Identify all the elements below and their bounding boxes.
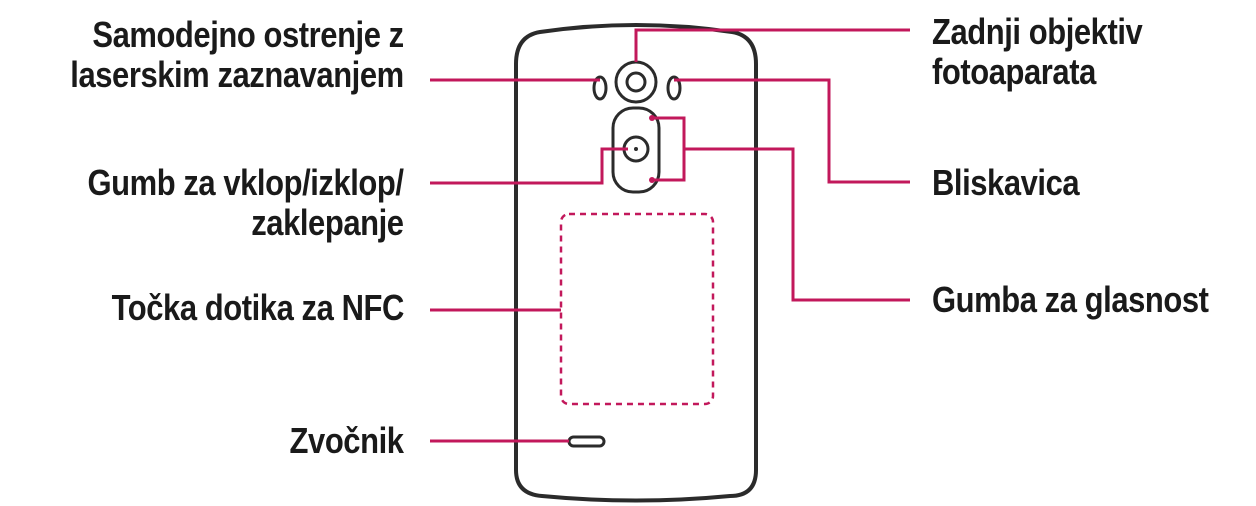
- label-volume: Gumba za glasnost: [932, 280, 1209, 320]
- label-flash-line-1: Bliskavica: [932, 162, 1080, 203]
- label-rear-camera-line-1: Zadnji objektiv: [932, 11, 1143, 52]
- label-laser-af-line-1: Samodejno ostrenje z: [92, 14, 405, 55]
- label-volume-line-1: Gumba za glasnost: [932, 279, 1209, 320]
- power-lock-button-dot: [634, 147, 638, 151]
- nfc-area: [559, 212, 715, 406]
- label-power-lock-line-2: zaklepanje: [251, 202, 405, 243]
- leader-power-lock: [430, 147, 628, 185]
- rear-camera-lens-outer: [614, 60, 658, 104]
- leader-rear-camera: [634, 28, 910, 62]
- leader-volume: [652, 116, 910, 302]
- label-speaker-line-1: Zvočnik: [290, 420, 404, 461]
- label-power-lock-line-1: Gumb za vklop/izklop/: [87, 162, 405, 203]
- rear-camera-lens-inner: [625, 71, 647, 93]
- label-nfc-line-1: Točka dotika za NFC: [111, 287, 405, 328]
- label-flash: Bliskavica: [932, 162, 1080, 203]
- phone-body-outline: [514, 23, 758, 503]
- label-speaker: Zvočnik: [290, 421, 404, 461]
- label-nfc: Točka dotika za NFC: [111, 287, 405, 328]
- speaker-grille: [567, 435, 606, 448]
- leader-flash: [674, 78, 910, 184]
- label-rear-camera-line-2: fotoaparata: [932, 51, 1096, 92]
- label-rear-camera: Zadnji objektiv fotoaparata: [932, 11, 1143, 92]
- label-laser-af: Samodejno ostrenje z laserskim zaznavanj…: [70, 14, 405, 95]
- laser-af-sensor: [592, 75, 608, 101]
- flash-led: [666, 75, 682, 101]
- label-power-lock: Gumb za vklop/izklop/ zaklepanje: [87, 162, 405, 243]
- label-laser-af-line-2: laserskim zaznavanjem: [70, 54, 405, 95]
